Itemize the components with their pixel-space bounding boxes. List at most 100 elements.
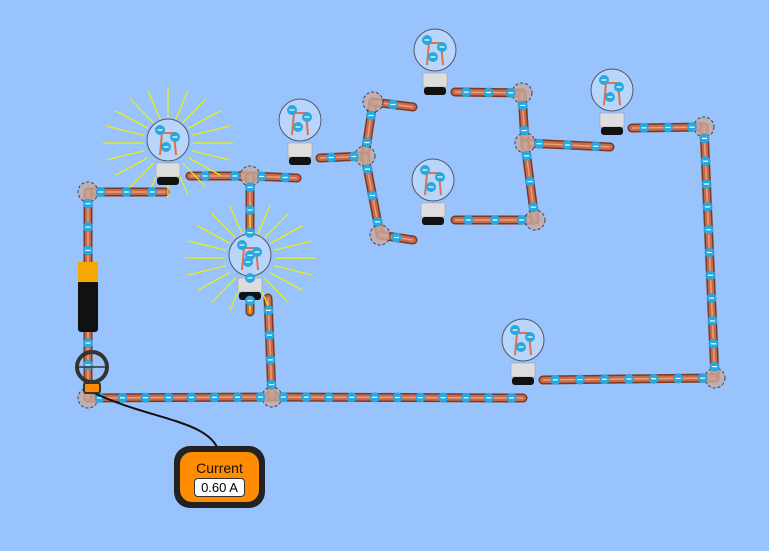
electron xyxy=(245,227,255,238)
glow-ray xyxy=(187,157,221,176)
electron xyxy=(673,373,684,384)
electron xyxy=(574,374,585,385)
glow-ray xyxy=(188,265,227,276)
electron xyxy=(463,215,474,225)
electron xyxy=(366,110,376,121)
electron xyxy=(490,215,500,225)
glow-ray xyxy=(269,225,303,244)
electron xyxy=(528,202,539,213)
glow-ray xyxy=(188,240,227,251)
junction[interactable] xyxy=(362,91,384,113)
glow-ray xyxy=(191,150,230,161)
electron xyxy=(346,392,357,403)
light-bulb[interactable] xyxy=(413,28,457,95)
glow-ray xyxy=(257,205,271,235)
electron xyxy=(648,373,659,384)
junction[interactable] xyxy=(369,224,391,246)
wire[interactable] xyxy=(83,392,277,403)
electron xyxy=(461,87,472,98)
glow-ray xyxy=(182,98,207,124)
glow-ray xyxy=(106,150,145,161)
electron xyxy=(280,172,291,183)
electron xyxy=(326,152,337,163)
electron xyxy=(708,338,719,349)
electron xyxy=(705,270,716,281)
electron xyxy=(83,222,93,232)
ammeter[interactable]: Current 0.60 A xyxy=(174,446,265,508)
electron xyxy=(372,216,383,227)
electron xyxy=(263,305,274,316)
glow-ray xyxy=(197,272,231,291)
electron xyxy=(245,295,255,306)
electron xyxy=(391,232,402,243)
glow-ray xyxy=(273,265,312,276)
electron xyxy=(415,392,426,403)
electron xyxy=(245,205,255,215)
glow-ray xyxy=(197,225,231,244)
junction[interactable] xyxy=(524,209,546,231)
light-bulb[interactable] xyxy=(501,318,545,385)
electron xyxy=(663,122,673,133)
glow-ray xyxy=(191,125,230,136)
electron xyxy=(121,187,132,197)
electron xyxy=(140,392,151,403)
electron xyxy=(506,392,517,403)
electron xyxy=(709,361,720,372)
electron xyxy=(230,171,240,181)
electron xyxy=(369,392,380,403)
light-bulb[interactable] xyxy=(103,88,233,198)
electron xyxy=(534,138,545,149)
glow-ray xyxy=(187,110,221,129)
electron xyxy=(245,250,255,261)
electron xyxy=(703,224,714,235)
battery[interactable] xyxy=(78,262,98,332)
electron xyxy=(209,392,220,403)
electron xyxy=(697,373,708,384)
junction[interactable] xyxy=(514,132,536,154)
light-bulb[interactable] xyxy=(278,98,322,165)
electron xyxy=(245,182,255,193)
glow-ray xyxy=(115,157,149,176)
electron xyxy=(186,392,197,403)
electron xyxy=(265,354,276,365)
electron xyxy=(704,247,715,258)
electron xyxy=(483,392,494,403)
electron xyxy=(301,392,312,403)
electron xyxy=(83,360,93,370)
electron xyxy=(367,190,378,201)
glow-ray xyxy=(147,90,161,120)
electron xyxy=(117,392,128,403)
glow-ray xyxy=(264,277,289,303)
glow-ray xyxy=(269,272,303,291)
electron xyxy=(264,330,275,341)
electron xyxy=(460,392,471,403)
electron xyxy=(163,392,174,403)
glow-ray xyxy=(106,125,145,136)
electron xyxy=(83,338,93,348)
electron xyxy=(483,87,494,98)
ammeter-readout: 0.60 A xyxy=(194,478,245,497)
ammeter-probe[interactable] xyxy=(75,350,109,394)
electron xyxy=(562,140,573,150)
electron xyxy=(348,151,359,162)
electron xyxy=(701,179,712,190)
glow-ray xyxy=(129,162,154,188)
electron xyxy=(639,122,649,133)
electron xyxy=(516,215,527,225)
electron xyxy=(525,176,535,187)
glow-ray xyxy=(182,162,207,188)
electron xyxy=(707,315,718,326)
electron xyxy=(255,392,266,403)
light-bulb[interactable] xyxy=(590,68,634,135)
glow-ray xyxy=(229,205,243,235)
electron xyxy=(706,293,717,304)
ammeter-probe-wire xyxy=(91,391,220,453)
electron xyxy=(599,374,610,385)
electron xyxy=(505,87,516,98)
light-bulb[interactable] xyxy=(411,158,455,225)
electron xyxy=(324,392,335,403)
electron xyxy=(687,122,697,133)
electron xyxy=(392,392,403,403)
electron xyxy=(438,392,449,403)
